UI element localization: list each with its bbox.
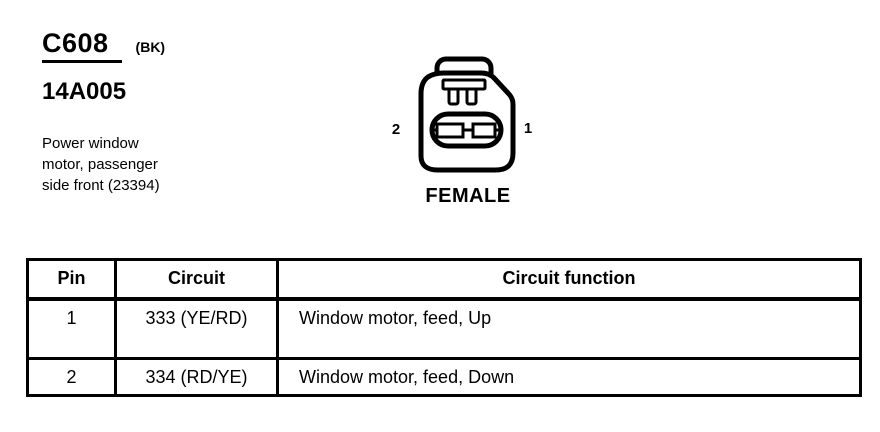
function-cell: Window motor, feed, Up [276,297,862,360]
description-line: motor, passenger [42,156,158,173]
connector-header: C608 (BK) 14A005 Power window motor, pass… [42,30,165,196]
function-cell: Window motor, feed, Down [276,357,862,397]
column-header-circuit: Circuit [114,258,279,301]
pin-1-cavity [471,122,497,139]
connector-diagram: 2 1 FEMALE [388,52,548,212]
column-header-circuit-function: Circuit function [276,258,862,301]
connector-id: C608 [42,30,122,63]
pin-1-label: 1 [523,120,533,137]
connector-description: Power window motor, passenger side front… [42,133,165,196]
circuit-cell: 333 (YE/RD) [114,297,279,360]
pin-2-cavity [435,122,465,139]
part-number: 14A005 [42,78,127,105]
circuit-cell: 334 (RD/YE) [114,357,279,397]
description-line: Power window [42,135,139,152]
table-row: 2 334 (RD/YE) Window motor, feed, Down [26,357,862,397]
pin-table: Pin Circuit Circuit function 1 333 (YE/R… [26,258,862,397]
description-line: side front (23394) [42,177,160,194]
column-header-pin: Pin [26,258,117,301]
pin-cell: 2 [26,357,117,397]
connector-key-bar [441,78,487,91]
pin-2-label: 2 [391,121,401,138]
connector-gender-label: FEMALE [425,185,511,207]
table-row: 1 333 (YE/RD) Window motor, feed, Up [26,297,862,360]
connector-face-drawing [418,56,516,173]
connector-id-row: C608 (BK) [42,30,165,63]
pin-cell: 1 [26,297,117,360]
connector-color-code: (BK) [135,39,166,55]
table-header-row: Pin Circuit Circuit function [26,258,862,301]
